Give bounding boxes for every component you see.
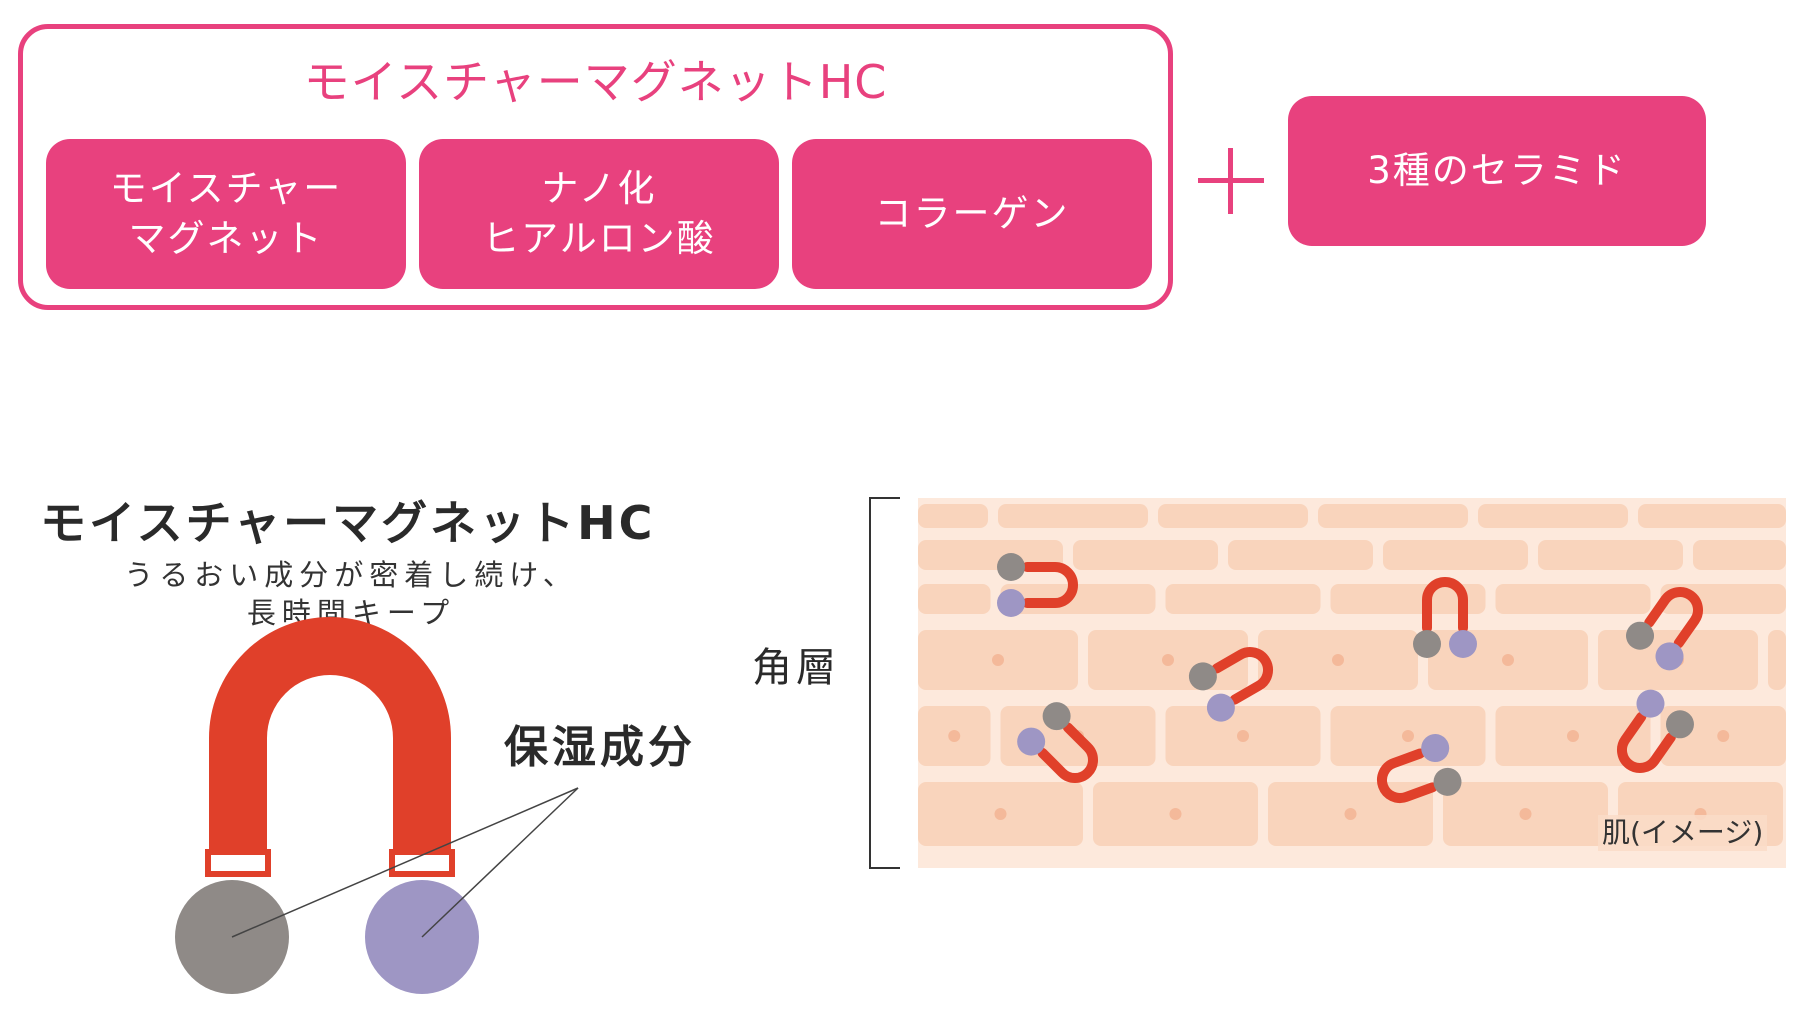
skin-cell <box>998 504 1148 528</box>
skin-cell <box>1228 540 1373 570</box>
skin-cell <box>1496 584 1651 614</box>
skin-cell <box>1538 540 1683 570</box>
skin-cell <box>1383 540 1528 570</box>
cell-nucleus <box>1567 730 1579 742</box>
cell-nucleus <box>1332 654 1344 666</box>
ingredient-label: 保湿成分 <box>504 726 696 770</box>
cell-nucleus <box>1520 808 1532 820</box>
skin-cell <box>1478 504 1628 528</box>
cell-nucleus <box>995 808 1007 820</box>
cell-nucleus <box>1402 730 1414 742</box>
skin-cell <box>918 584 991 614</box>
skin-cell <box>1638 504 1786 528</box>
stratum-label: 角層 <box>752 648 840 688</box>
skin-cell <box>1158 504 1308 528</box>
skin-cell <box>1693 540 1786 570</box>
cell-nucleus <box>1717 730 1729 742</box>
skin-cell <box>1318 504 1468 528</box>
stratum-bracket <box>870 498 900 868</box>
skin-cell <box>1073 540 1218 570</box>
cell-nucleus <box>1502 654 1514 666</box>
cell-nucleus <box>1162 654 1174 666</box>
skin-cell <box>1768 630 1786 690</box>
large-magnet-icon <box>208 646 452 874</box>
cell-nucleus <box>948 730 960 742</box>
cell-nucleus <box>1237 730 1249 742</box>
skin-cells-panel <box>918 498 1786 868</box>
cell-nucleus <box>1345 808 1357 820</box>
cell-nucleus <box>992 654 1004 666</box>
skin-cell <box>1166 584 1321 614</box>
skin-caption: 肌(イメージ) <box>1598 815 1767 851</box>
cell-nucleus <box>1170 808 1182 820</box>
skin-cell <box>918 504 988 528</box>
